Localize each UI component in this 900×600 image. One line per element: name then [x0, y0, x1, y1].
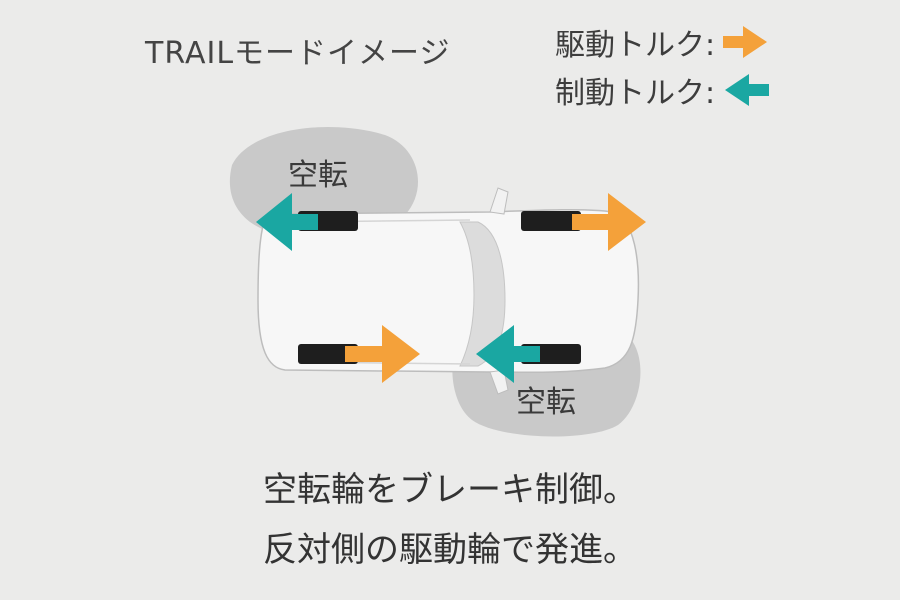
legend-drive-torque: 駆動トルク: — [555, 22, 771, 63]
brake-arrow-icon — [725, 74, 770, 106]
slip-label-rear-right: 空転 — [516, 385, 576, 420]
brake-arrow-rear-right — [476, 325, 540, 383]
slip-label-front-left: 空転 — [288, 158, 348, 193]
caption-line-2: 反対側の駆動輪で発進。 — [263, 530, 637, 570]
diagram-title: TRAILモードイメージ — [145, 36, 451, 71]
brake-arrow-front-left — [256, 193, 318, 251]
legend-drive-label: 駆動トルク: — [555, 28, 716, 63]
tire-front-right — [521, 211, 581, 231]
drive-arrow-rear-left — [345, 325, 420, 383]
drive-arrow-icon — [723, 26, 768, 58]
tire-rear-left — [298, 344, 358, 364]
car-body — [257, 187, 640, 395]
legend-brake-label: 制動トルク: — [555, 76, 716, 111]
drive-arrow-front-right — [572, 193, 646, 251]
legend-brake-torque: 制動トルク: — [555, 70, 771, 111]
caption-line-1: 空転輪をブレーキ制御。 — [263, 470, 637, 510]
